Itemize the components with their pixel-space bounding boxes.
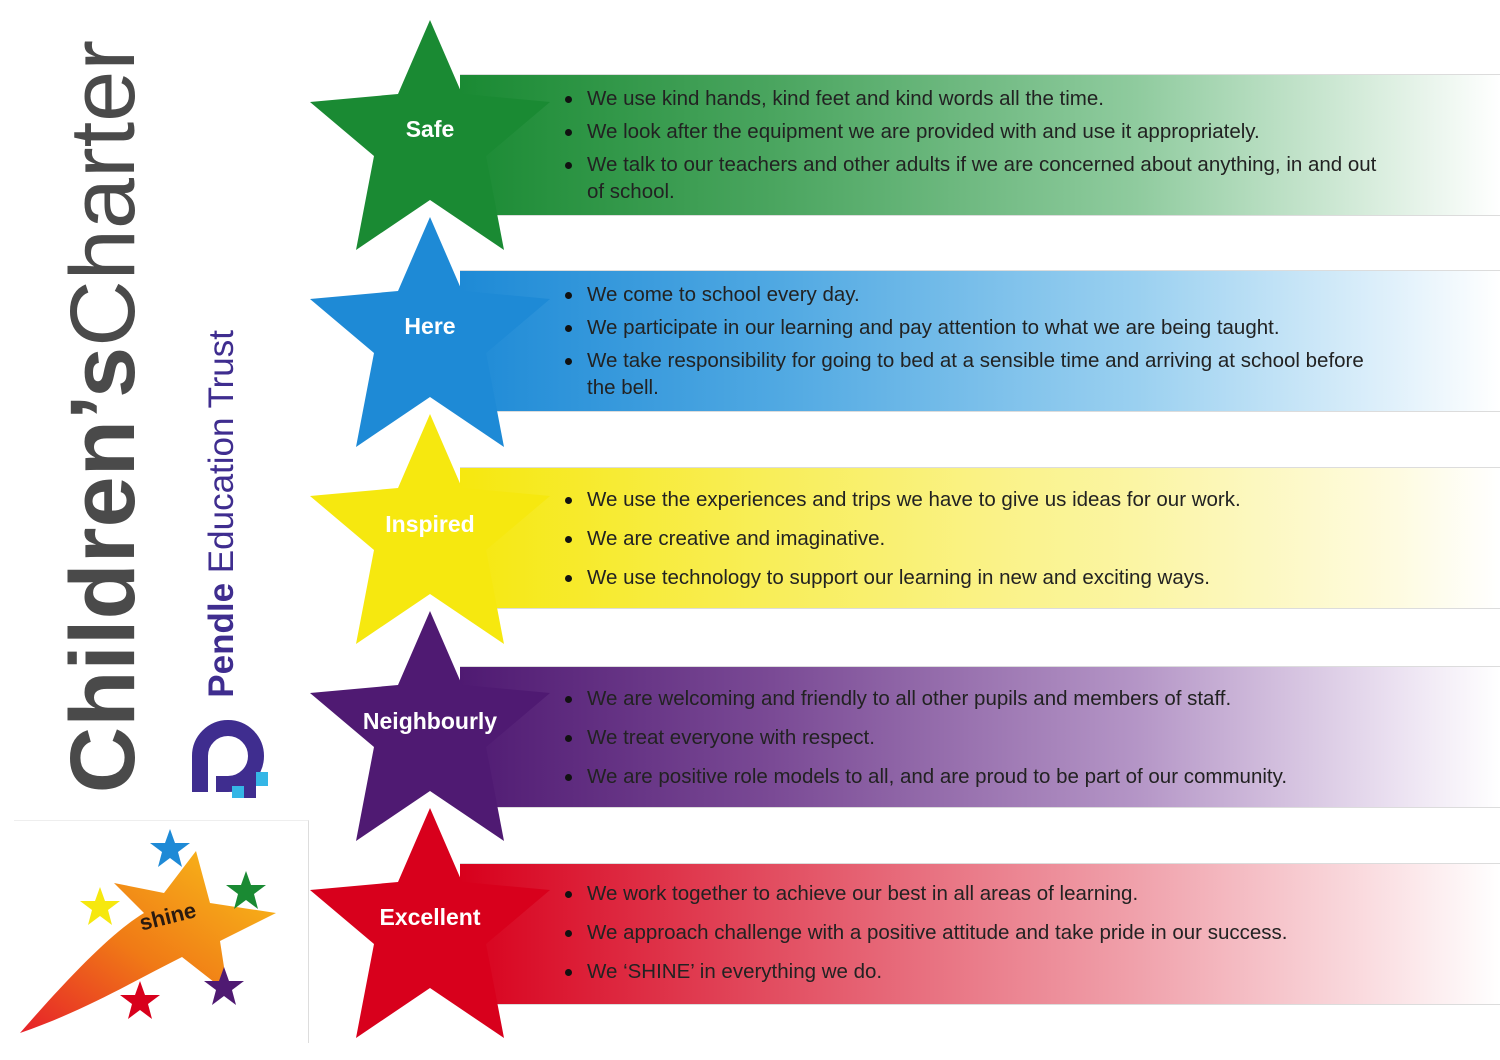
band-inspired: We use the experiences and trips we have…	[460, 467, 1500, 609]
list-item: We participate in our learning and pay a…	[565, 314, 1395, 341]
star-inspired: Inspired	[310, 414, 550, 644]
list-item: We are positive role models to all, and …	[565, 763, 1395, 790]
list-item: We use the experiences and trips we have…	[565, 486, 1395, 513]
red-star-icon	[310, 808, 550, 1038]
band-excellent: We work together to achieve our best in …	[460, 863, 1500, 1005]
trust-branding: Pendle Education Trust	[192, 330, 272, 800]
band-neighbourly: We are welcoming and friendly to all oth…	[460, 666, 1500, 808]
star-excellent: Excellent	[310, 808, 550, 1038]
yellow-star-icon	[310, 414, 550, 644]
star-neighbourly: Neighbourly	[310, 611, 550, 841]
green-star-icon	[310, 20, 550, 250]
star-label: Neighbourly	[362, 708, 498, 734]
list-item: We use technology to support our learnin…	[565, 564, 1395, 591]
list-item: We talk to our teachers and other adults…	[565, 151, 1395, 205]
purple-mini-star-icon	[204, 967, 244, 1005]
trust-name-light: Education Trust	[202, 330, 241, 583]
red-mini-star-icon	[120, 981, 160, 1019]
list-item: We take responsibility for going to bed …	[565, 347, 1395, 401]
trust-name-bold: Pendle	[202, 582, 241, 698]
band-here: We come to school every day. We particip…	[460, 270, 1500, 412]
shooting-star-icon: shine	[20, 829, 276, 1033]
title-light: Charter	[52, 40, 154, 347]
list-item: We use kind hands, kind feet and kind wo…	[565, 85, 1395, 112]
yellow-mini-star-icon	[80, 887, 120, 925]
star-label: Inspired	[385, 511, 475, 537]
green-mini-star-icon	[226, 871, 266, 909]
shine-logo: shine	[14, 820, 309, 1043]
star-label: Excellent	[379, 904, 481, 930]
list-item: We are creative and imaginative.	[565, 525, 1395, 552]
list-item: We are welcoming and friendly to all oth…	[565, 685, 1395, 712]
star-label: Here	[404, 313, 456, 339]
title-bold: Children’s	[52, 346, 154, 794]
star-here: Here	[310, 217, 550, 447]
trust-logo-icon	[192, 720, 268, 798]
list-item: We work together to achieve our best in …	[565, 880, 1395, 907]
purple-star-icon	[310, 611, 550, 841]
star-safe: Safe	[310, 20, 550, 250]
page-title: Children’sCharter	[52, 40, 154, 800]
blue-star-icon	[310, 217, 550, 447]
list-item: We approach challenge with a positive at…	[565, 919, 1395, 946]
list-item: We ‘SHINE’ in everything we do.	[565, 958, 1395, 985]
list-item: We treat everyone with respect.	[565, 724, 1395, 751]
list-item: We come to school every day.	[565, 281, 1395, 308]
blue-mini-star-icon	[150, 829, 190, 867]
band-safe: We use kind hands, kind feet and kind wo…	[460, 74, 1500, 216]
star-label: Safe	[405, 116, 455, 142]
list-item: We look after the equipment we are provi…	[565, 118, 1395, 145]
